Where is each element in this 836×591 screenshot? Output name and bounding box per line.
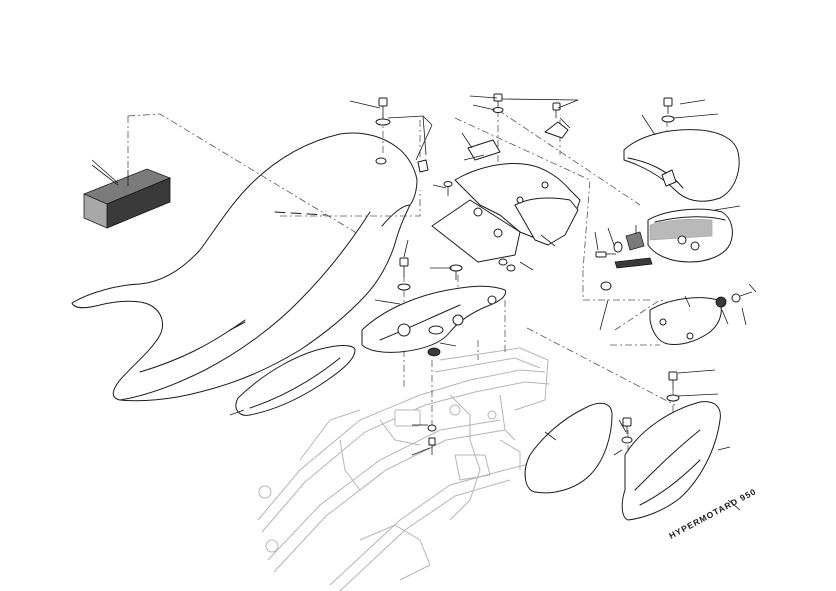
callout-leaders bbox=[91, 95, 757, 511]
hardware-screws[interactable] bbox=[375, 93, 753, 455]
rear-mudguard-support[interactable] bbox=[361, 285, 507, 353]
tail-light[interactable] bbox=[647, 208, 733, 263]
turn-signal-support[interactable] bbox=[649, 297, 722, 345]
tail-side-fairing[interactable]: HYPERMOTARD 950 bbox=[621, 401, 758, 541]
tail-cover[interactable] bbox=[623, 129, 740, 202]
side-panel-left[interactable] bbox=[235, 345, 356, 416]
foam-block[interactable] bbox=[82, 164, 172, 229]
license-plate-bracket[interactable] bbox=[431, 121, 581, 263]
side-panel-right[interactable] bbox=[524, 402, 613, 494]
rear-frame[interactable] bbox=[257, 347, 551, 591]
saddle[interactable] bbox=[71, 132, 418, 402]
